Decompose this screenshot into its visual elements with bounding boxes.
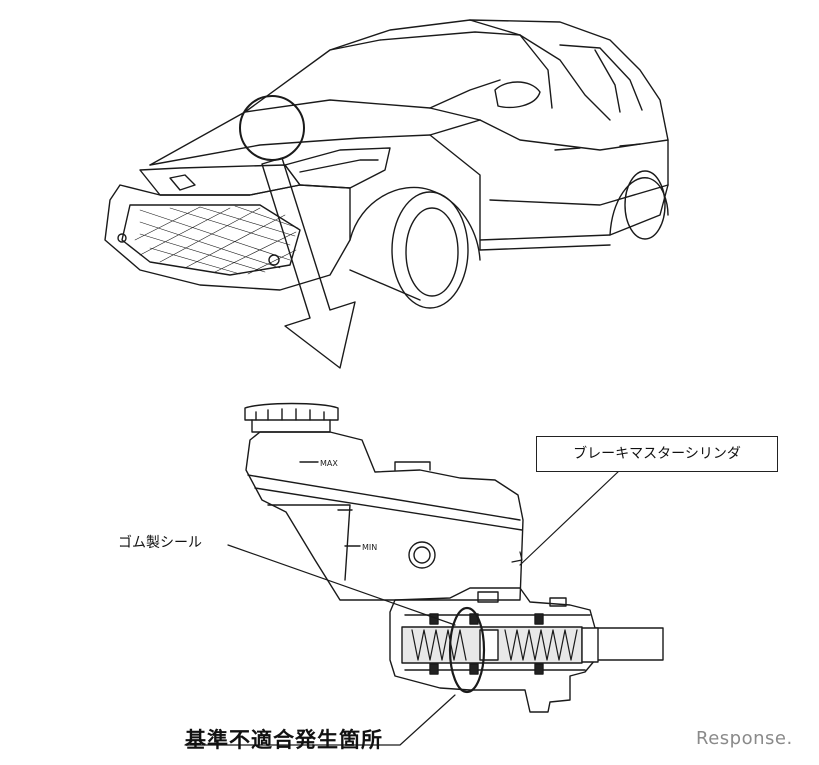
- master-cylinder-label: ブレーキマスターシリンダ: [536, 436, 778, 472]
- defect-leader-line: [184, 694, 456, 746]
- location-circle: [239, 95, 305, 161]
- min-mark: MIN: [362, 543, 377, 552]
- response-watermark: Response.: [696, 728, 793, 749]
- seal-leader-line: [227, 544, 456, 626]
- pointer-arrow: [261, 157, 356, 369]
- max-mark: MAX: [320, 459, 338, 468]
- rubber-seal-label: ゴム製シール: [118, 535, 202, 551]
- master-leader-line: [519, 469, 621, 566]
- master-cylinder-illustration: [244, 402, 664, 713]
- defect-ellipse: [448, 606, 486, 694]
- car-illustration: [104, 19, 669, 309]
- defect-location-label: 基準不適合発生箇所: [185, 727, 383, 752]
